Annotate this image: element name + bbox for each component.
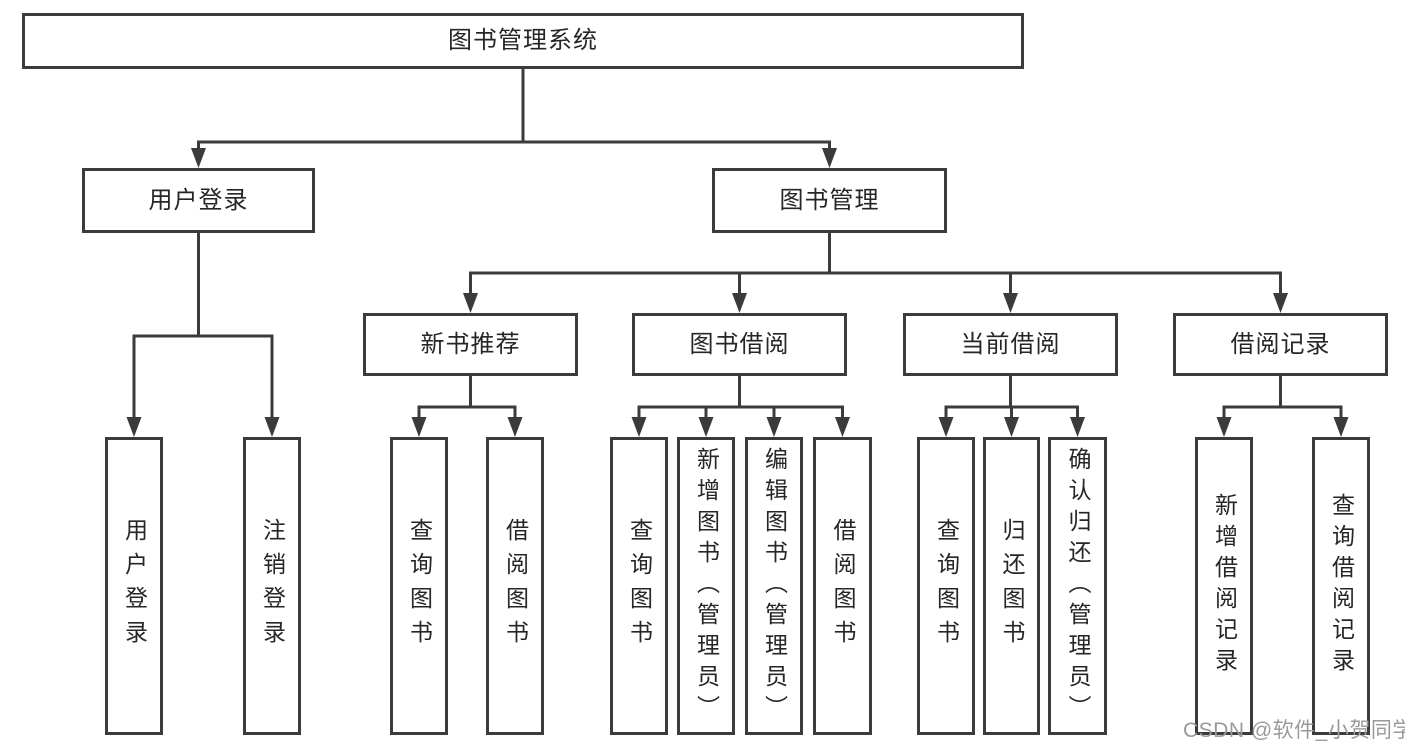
node-edit_book-label: 编辑图书（管理员） bbox=[761, 446, 788, 726]
node-edit_book: 编辑图书（管理员） bbox=[745, 437, 803, 735]
node-user_login: 用户登录 bbox=[82, 168, 315, 233]
node-query_book_3: 查询图书 bbox=[917, 437, 975, 735]
node-confirm_return-label: 确认归还（管理员） bbox=[1065, 446, 1091, 726]
node-add_book: 新增图书（管理员） bbox=[677, 437, 735, 735]
node-logout: 注销登录 bbox=[243, 437, 301, 735]
node-query_book_1: 查询图书 bbox=[390, 437, 448, 735]
node-borrow_book_2-label: 借阅图书 bbox=[830, 518, 856, 654]
node-current_borrow-label: 当前借阅 bbox=[960, 330, 1061, 358]
node-new_book_rec-label: 新书推荐 bbox=[420, 330, 521, 358]
node-query_borrow_record: 查询借阅记录 bbox=[1312, 437, 1370, 735]
node-query_book_1-label: 查询图书 bbox=[406, 518, 433, 654]
node-query_borrow_record-label: 查询借阅记录 bbox=[1328, 493, 1355, 679]
node-borrow_record: 借阅记录 bbox=[1173, 313, 1388, 376]
node-system: 图书管理系统 bbox=[22, 13, 1024, 69]
node-user_login-label: 用户登录 bbox=[148, 186, 249, 214]
node-borrow_record-label: 借阅记录 bbox=[1230, 330, 1331, 358]
node-query_book_2-label: 查询图书 bbox=[626, 518, 653, 654]
node-book_borrow-label: 图书借阅 bbox=[689, 330, 790, 358]
node-add_book-label: 新增图书（管理员） bbox=[693, 446, 720, 726]
node-logout-label: 注销登录 bbox=[259, 518, 286, 654]
node-book_borrow: 图书借阅 bbox=[632, 313, 847, 376]
node-return_book-label: 归还图书 bbox=[999, 518, 1025, 654]
node-new_book_rec: 新书推荐 bbox=[363, 313, 578, 376]
node-user_login_leaf: 用户登录 bbox=[105, 437, 163, 735]
node-borrow_book_1: 借阅图书 bbox=[486, 437, 544, 735]
node-book_mgmt-label: 图书管理 bbox=[779, 186, 880, 214]
node-add_borrow_record: 新增借阅记录 bbox=[1195, 437, 1253, 735]
node-system-label: 图书管理系统 bbox=[448, 27, 598, 54]
node-user_login_leaf-label: 用户登录 bbox=[121, 518, 148, 654]
node-borrow_book_1-label: 借阅图书 bbox=[502, 518, 529, 654]
node-query_book_3-label: 查询图书 bbox=[933, 518, 960, 654]
node-borrow_book_2: 借阅图书 bbox=[813, 437, 872, 735]
node-confirm_return: 确认归还（管理员） bbox=[1048, 437, 1107, 735]
node-current_borrow: 当前借阅 bbox=[903, 313, 1118, 376]
node-return_book: 归还图书 bbox=[983, 437, 1040, 735]
node-add_borrow_record-label: 新增借阅记录 bbox=[1211, 493, 1238, 679]
node-query_book_2: 查询图书 bbox=[610, 437, 668, 735]
csdn-watermark: CSDN @软件_小贺同学 bbox=[1183, 719, 1405, 742]
node-book_mgmt: 图书管理 bbox=[712, 168, 947, 233]
